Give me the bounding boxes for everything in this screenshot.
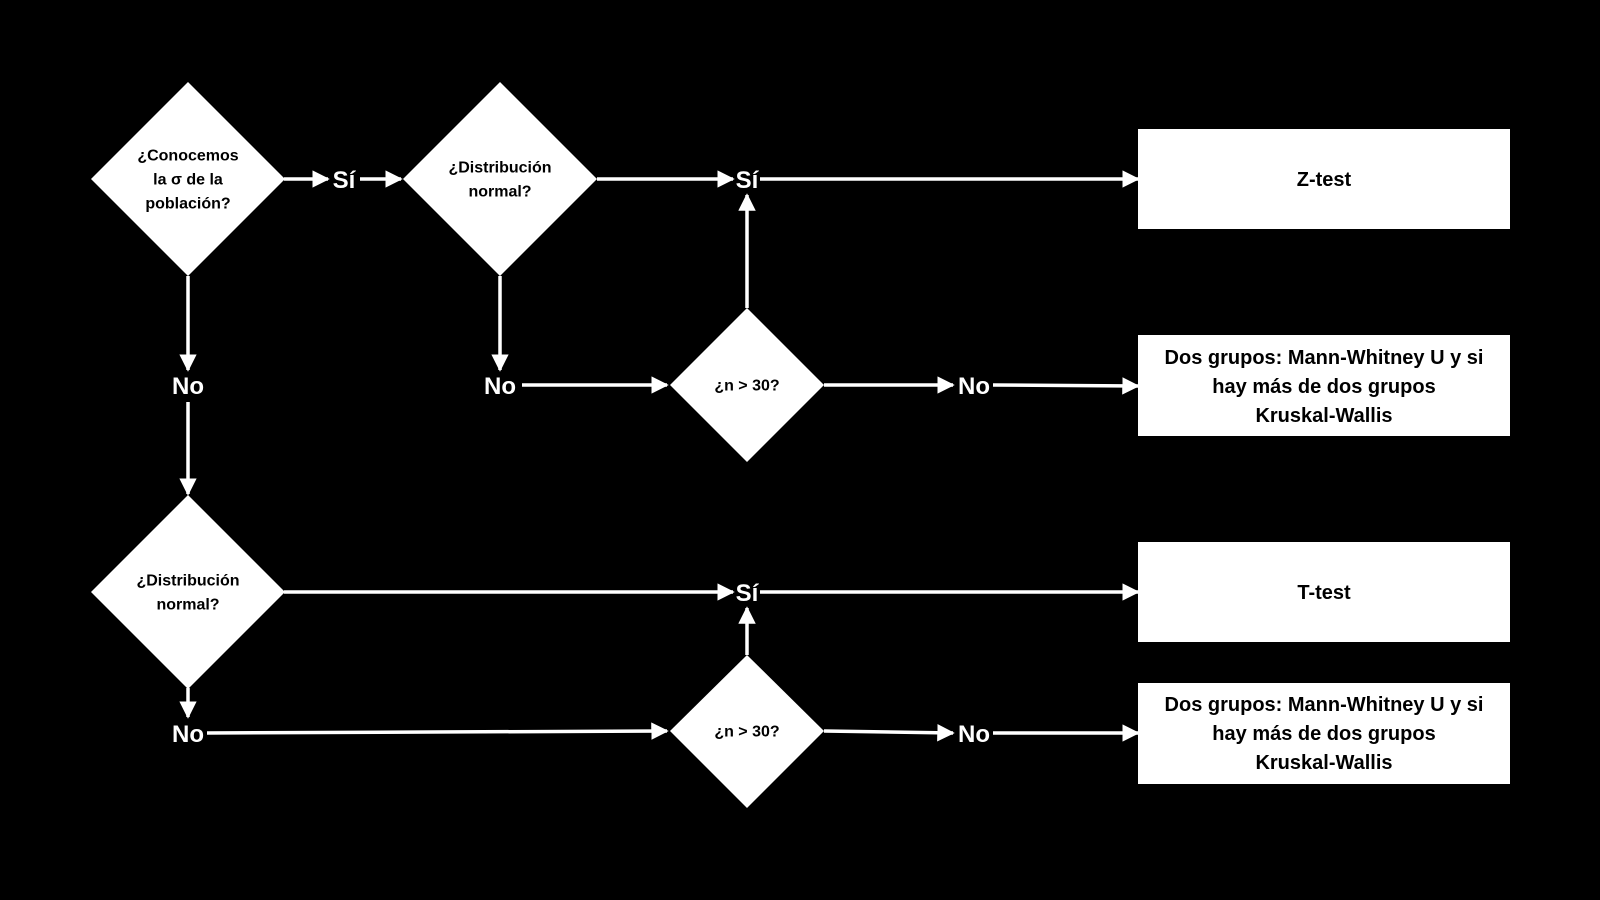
decision-normal-top-text: ¿Distribución normal? [448,160,551,201]
text-line: ¿Conocemos [137,148,238,165]
result-ztest-text: Z-test [1297,169,1352,191]
box-shape [1138,335,1510,436]
text-line: normal? [156,597,219,614]
yes-label: Sí [736,580,760,607]
decision-n30-top: ¿n > 30? [670,308,824,462]
decision-sigma-text: ¿Conocemos la σ de la población? [137,148,238,213]
edge-no4-to-n30-bottom [206,722,669,740]
result-nonparam-bottom-text: Dos grupos: Mann-Whitney U y si hay más d… [1165,694,1484,774]
result-nonparam-top: Dos grupos: Mann-Whitney U y si hay más d… [1138,335,1510,436]
diamond-shape [91,495,285,689]
diamond-shape [403,82,597,276]
edge-n30-bottom-to-no5 [823,724,955,742]
text-line: hay más de dos grupos [1212,723,1435,745]
text-line: población? [145,196,230,213]
no-label: No [484,373,516,400]
diamond-shape [670,308,824,462]
edge-no3-to-nonparam-top [992,377,1140,395]
diamond-shape [670,655,824,808]
box-shape [1138,542,1510,642]
text-line: Z-test [1297,169,1352,191]
box-shape [1138,129,1510,229]
yes-label: Sí [736,167,760,194]
text-line: Kruskal-Wallis [1255,405,1392,427]
text-line: ¿Distribución [448,160,551,177]
decision-n30-bottom: ¿n > 30? [670,655,824,808]
decision-sigma-known: ¿Conocemos la σ de la población? [91,82,285,276]
decision-normal-bottom-text: ¿Distribución normal? [136,573,239,614]
result-nonparam-bottom: Dos grupos: Mann-Whitney U y si hay más d… [1138,683,1510,784]
text-line: hay más de dos grupos [1212,376,1435,398]
diamond-shape [91,82,285,276]
text-line: normal? [468,184,531,201]
box-shape [1138,683,1510,784]
text-line: ¿n > 30? [714,724,779,741]
result-ztest: Z-test [1138,129,1510,229]
decision-n30-bottom-text: ¿n > 30? [714,724,779,741]
no-label: No [958,721,990,748]
decision-n30-top-text: ¿n > 30? [714,378,779,395]
branch-labels: Sí Sí Sí No No No No No [172,167,990,748]
decision-normal-top: ¿Distribución normal? [403,82,597,276]
text-line: T-test [1297,582,1351,604]
result-ttest: T-test [1138,542,1510,642]
text-line: Dos grupos: Mann-Whitney U y si [1165,347,1484,369]
connectors [179,170,1140,742]
result-nonparam-top-text: Dos grupos: Mann-Whitney U y si hay más d… [1165,347,1484,427]
no-label: No [172,721,204,748]
text-line: Dos grupos: Mann-Whitney U y si [1165,694,1484,716]
text-line: ¿n > 30? [714,378,779,395]
text-line: la σ de la [153,172,223,189]
no-label: No [958,373,990,400]
yes-label: Sí [333,167,357,194]
result-ttest-text: T-test [1297,582,1351,604]
text-line: ¿Distribución [136,573,239,590]
no-label: No [172,373,204,400]
text-line: Kruskal-Wallis [1255,752,1392,774]
decision-normal-bottom: ¿Distribución normal? [91,495,285,689]
